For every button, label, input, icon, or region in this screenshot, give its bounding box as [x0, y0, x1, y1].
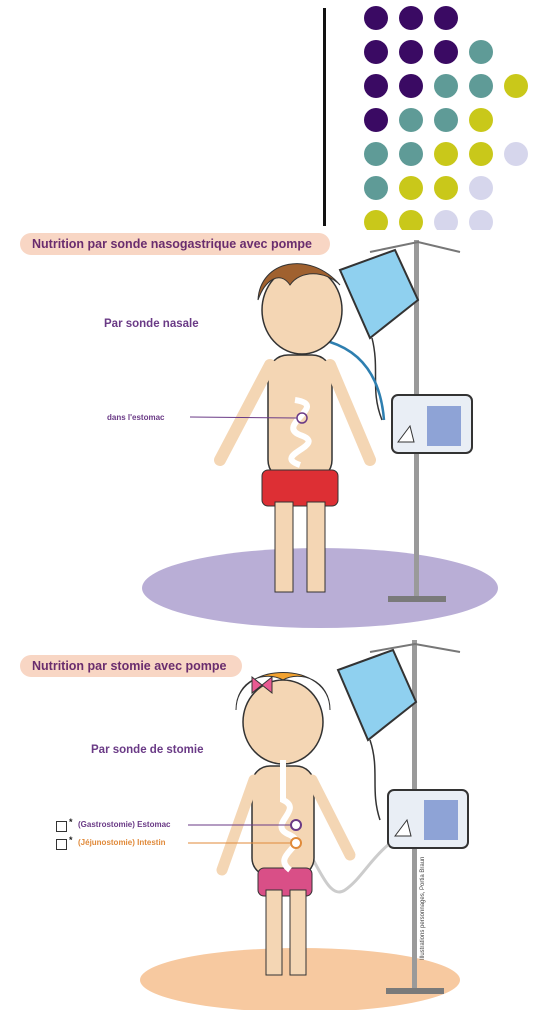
decor-dot — [504, 142, 528, 166]
girl-figure — [222, 673, 350, 976]
illustration-credit: Illustrations personnages, Portia Braun — [420, 857, 426, 960]
jejunostomie-asterisk: * — [69, 835, 73, 845]
decor-dot — [399, 210, 423, 230]
decor-dot — [399, 6, 423, 30]
decor-dot — [399, 40, 423, 64]
decor-dot — [504, 74, 528, 98]
gastrostomie-asterisk: * — [69, 817, 73, 827]
decor-dot — [399, 176, 423, 200]
boy-figure — [220, 264, 370, 592]
label-jejunostomie: (Jéjunostomie) Intestin — [78, 838, 166, 847]
decor-dot — [434, 210, 458, 230]
decor-dot — [434, 142, 458, 166]
decor-dot — [364, 142, 388, 166]
decor-dot — [364, 108, 388, 132]
section1-illustration — [0, 230, 533, 650]
decor-dot — [364, 74, 388, 98]
decor-dot — [434, 6, 458, 30]
decor-dot — [469, 40, 493, 64]
decor-dot — [399, 142, 423, 166]
decor-dot — [364, 176, 388, 200]
decor-dot — [434, 108, 458, 132]
decor-dot — [469, 142, 493, 166]
decor-dot — [434, 176, 458, 200]
feeding-pump-icon — [388, 790, 468, 848]
decor-dot — [364, 6, 388, 30]
decor-dot — [364, 210, 388, 230]
decor-dot — [469, 108, 493, 132]
label-estomac: dans l'estomac — [107, 413, 164, 422]
dot-grid-decoration — [0, 0, 533, 230]
label-gastrostomie: (Gastrostomie) Estomac — [78, 820, 170, 829]
decor-dot — [399, 108, 423, 132]
decor-dot — [399, 74, 423, 98]
gastrostomie-checkbox[interactable] — [56, 821, 67, 832]
feeding-pump-icon — [392, 395, 472, 453]
decor-dot — [434, 74, 458, 98]
jejunostomie-checkbox[interactable] — [56, 839, 67, 850]
decor-dot — [364, 40, 388, 64]
decor-dot — [469, 210, 493, 230]
decor-dot — [469, 176, 493, 200]
decor-dot — [469, 74, 493, 98]
decor-dot — [434, 40, 458, 64]
